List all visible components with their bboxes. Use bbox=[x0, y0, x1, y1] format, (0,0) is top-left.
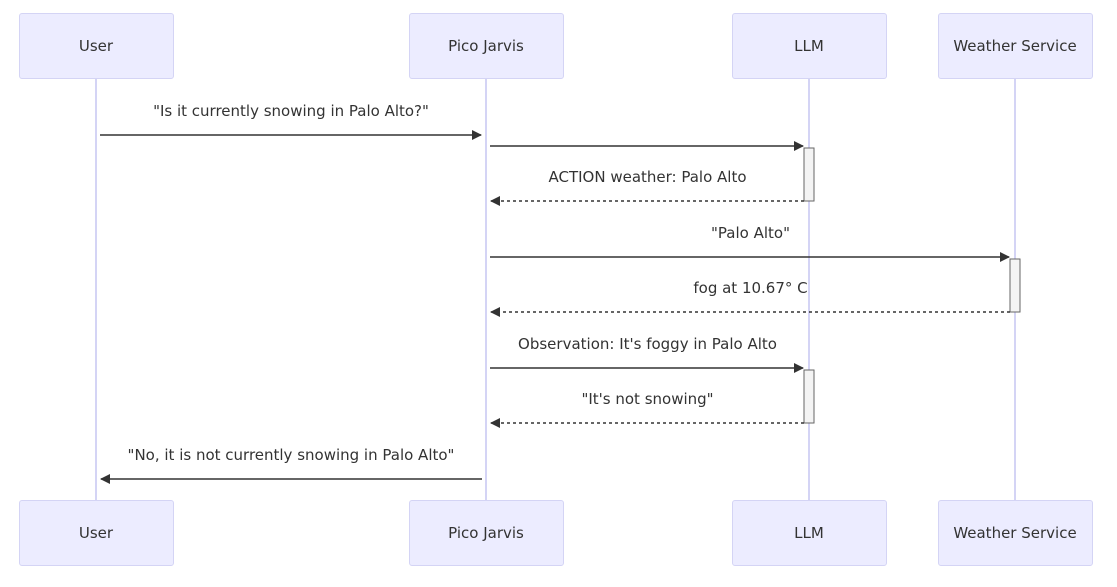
activation-bar-weather bbox=[1009, 258, 1021, 313]
actor-label: Pico Jarvis bbox=[448, 524, 524, 542]
actor-label: User bbox=[78, 524, 114, 542]
message-label-3: "Palo Alto" bbox=[711, 224, 790, 242]
actor-label: LLM bbox=[794, 524, 824, 542]
actor-label: LLM bbox=[794, 37, 824, 55]
actor-box-user-bottom: User bbox=[18, 500, 174, 566]
actor-label: Weather Service bbox=[953, 37, 1077, 55]
message-label-2: ACTION weather: Palo Alto bbox=[548, 168, 747, 186]
actor-label: Weather Service bbox=[953, 524, 1077, 542]
message-label-4: fog at 10.67° C bbox=[693, 279, 808, 297]
actor-box-weather-top: Weather Service bbox=[937, 13, 1093, 79]
activation-bar-llm bbox=[803, 369, 815, 424]
activation-bar-llm bbox=[803, 147, 815, 202]
actor-box-llm-bottom: LLM bbox=[731, 500, 887, 566]
message-label-6: "It's not snowing" bbox=[581, 390, 714, 408]
actor-label: User bbox=[78, 37, 114, 55]
actor-box-user-top: User bbox=[18, 13, 174, 79]
actor-box-pico-bottom: Pico Jarvis bbox=[408, 500, 564, 566]
actor-box-llm-top: LLM bbox=[731, 13, 887, 79]
actor-box-weather-bottom: Weather Service bbox=[937, 500, 1093, 566]
message-label-5: Observation: It's foggy in Palo Alto bbox=[518, 335, 777, 353]
actor-label: Pico Jarvis bbox=[448, 37, 524, 55]
message-label-7: "No, it is not currently snowing in Palo… bbox=[127, 446, 455, 464]
message-label-0: "Is it currently snowing in Palo Alto?" bbox=[153, 102, 429, 120]
actor-box-pico-top: Pico Jarvis bbox=[408, 13, 564, 79]
